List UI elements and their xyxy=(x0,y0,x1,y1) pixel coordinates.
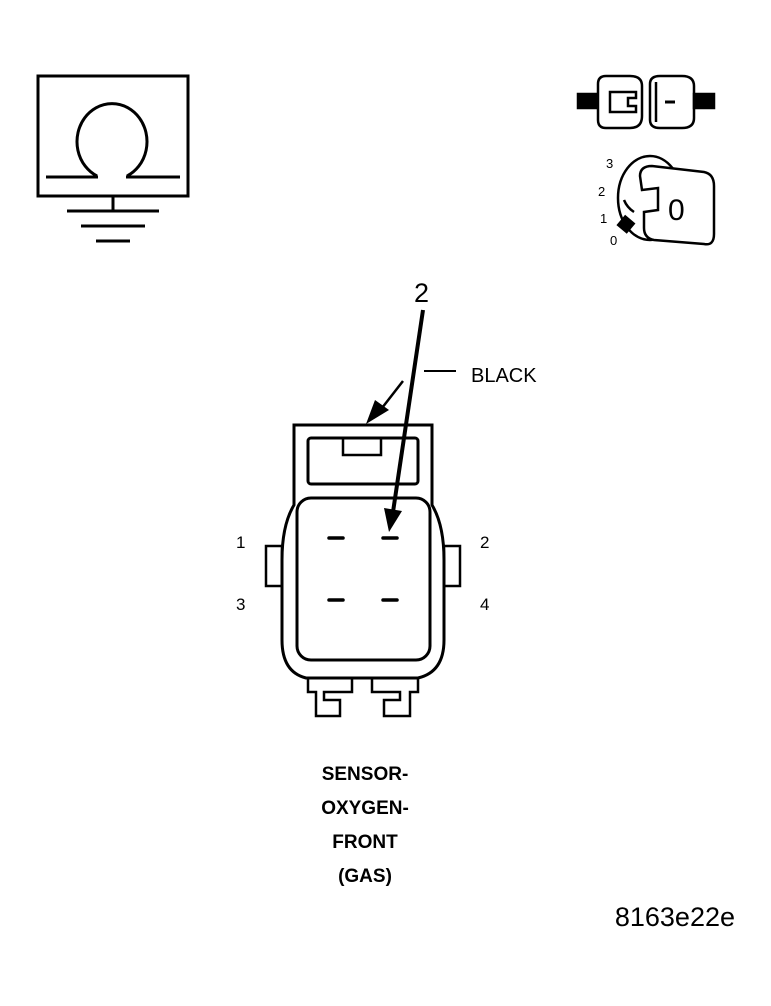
pin-label-1: 1 xyxy=(236,533,245,552)
pin-label-3: 3 xyxy=(236,595,245,614)
ohmmeter-icon xyxy=(36,74,190,243)
figure-id: 8163e22e xyxy=(614,902,735,932)
connector-body xyxy=(264,423,462,718)
connector-caption: SENSOR- OXYGEN- FRONT (GAS) xyxy=(265,758,465,894)
ignition-position-0: 0 xyxy=(610,233,617,248)
ignition-position-1: 1 xyxy=(600,211,607,226)
ignition-key-label: 0 xyxy=(668,194,685,227)
pointer-number: 2 xyxy=(414,278,429,308)
pointer-arrow xyxy=(384,309,425,532)
caption-line-2: OXYGEN- xyxy=(321,798,409,819)
ignition-switch-icon xyxy=(616,154,716,246)
connector-color-label: BLACK xyxy=(471,365,537,387)
terminal-slots xyxy=(327,536,399,602)
ignition-position-3: 3 xyxy=(606,156,613,171)
caption-line-1: SENSOR- xyxy=(321,764,409,785)
disconnected-connector-icon xyxy=(576,74,716,130)
caption-line-3: FRONT xyxy=(332,832,398,853)
ignition-position-2: 2 xyxy=(598,184,605,199)
pin-label-4: 4 xyxy=(480,595,489,614)
caption-line-4: (GAS) xyxy=(338,866,392,887)
pin-label-2: 2 xyxy=(480,533,489,552)
color-leader xyxy=(366,370,456,424)
